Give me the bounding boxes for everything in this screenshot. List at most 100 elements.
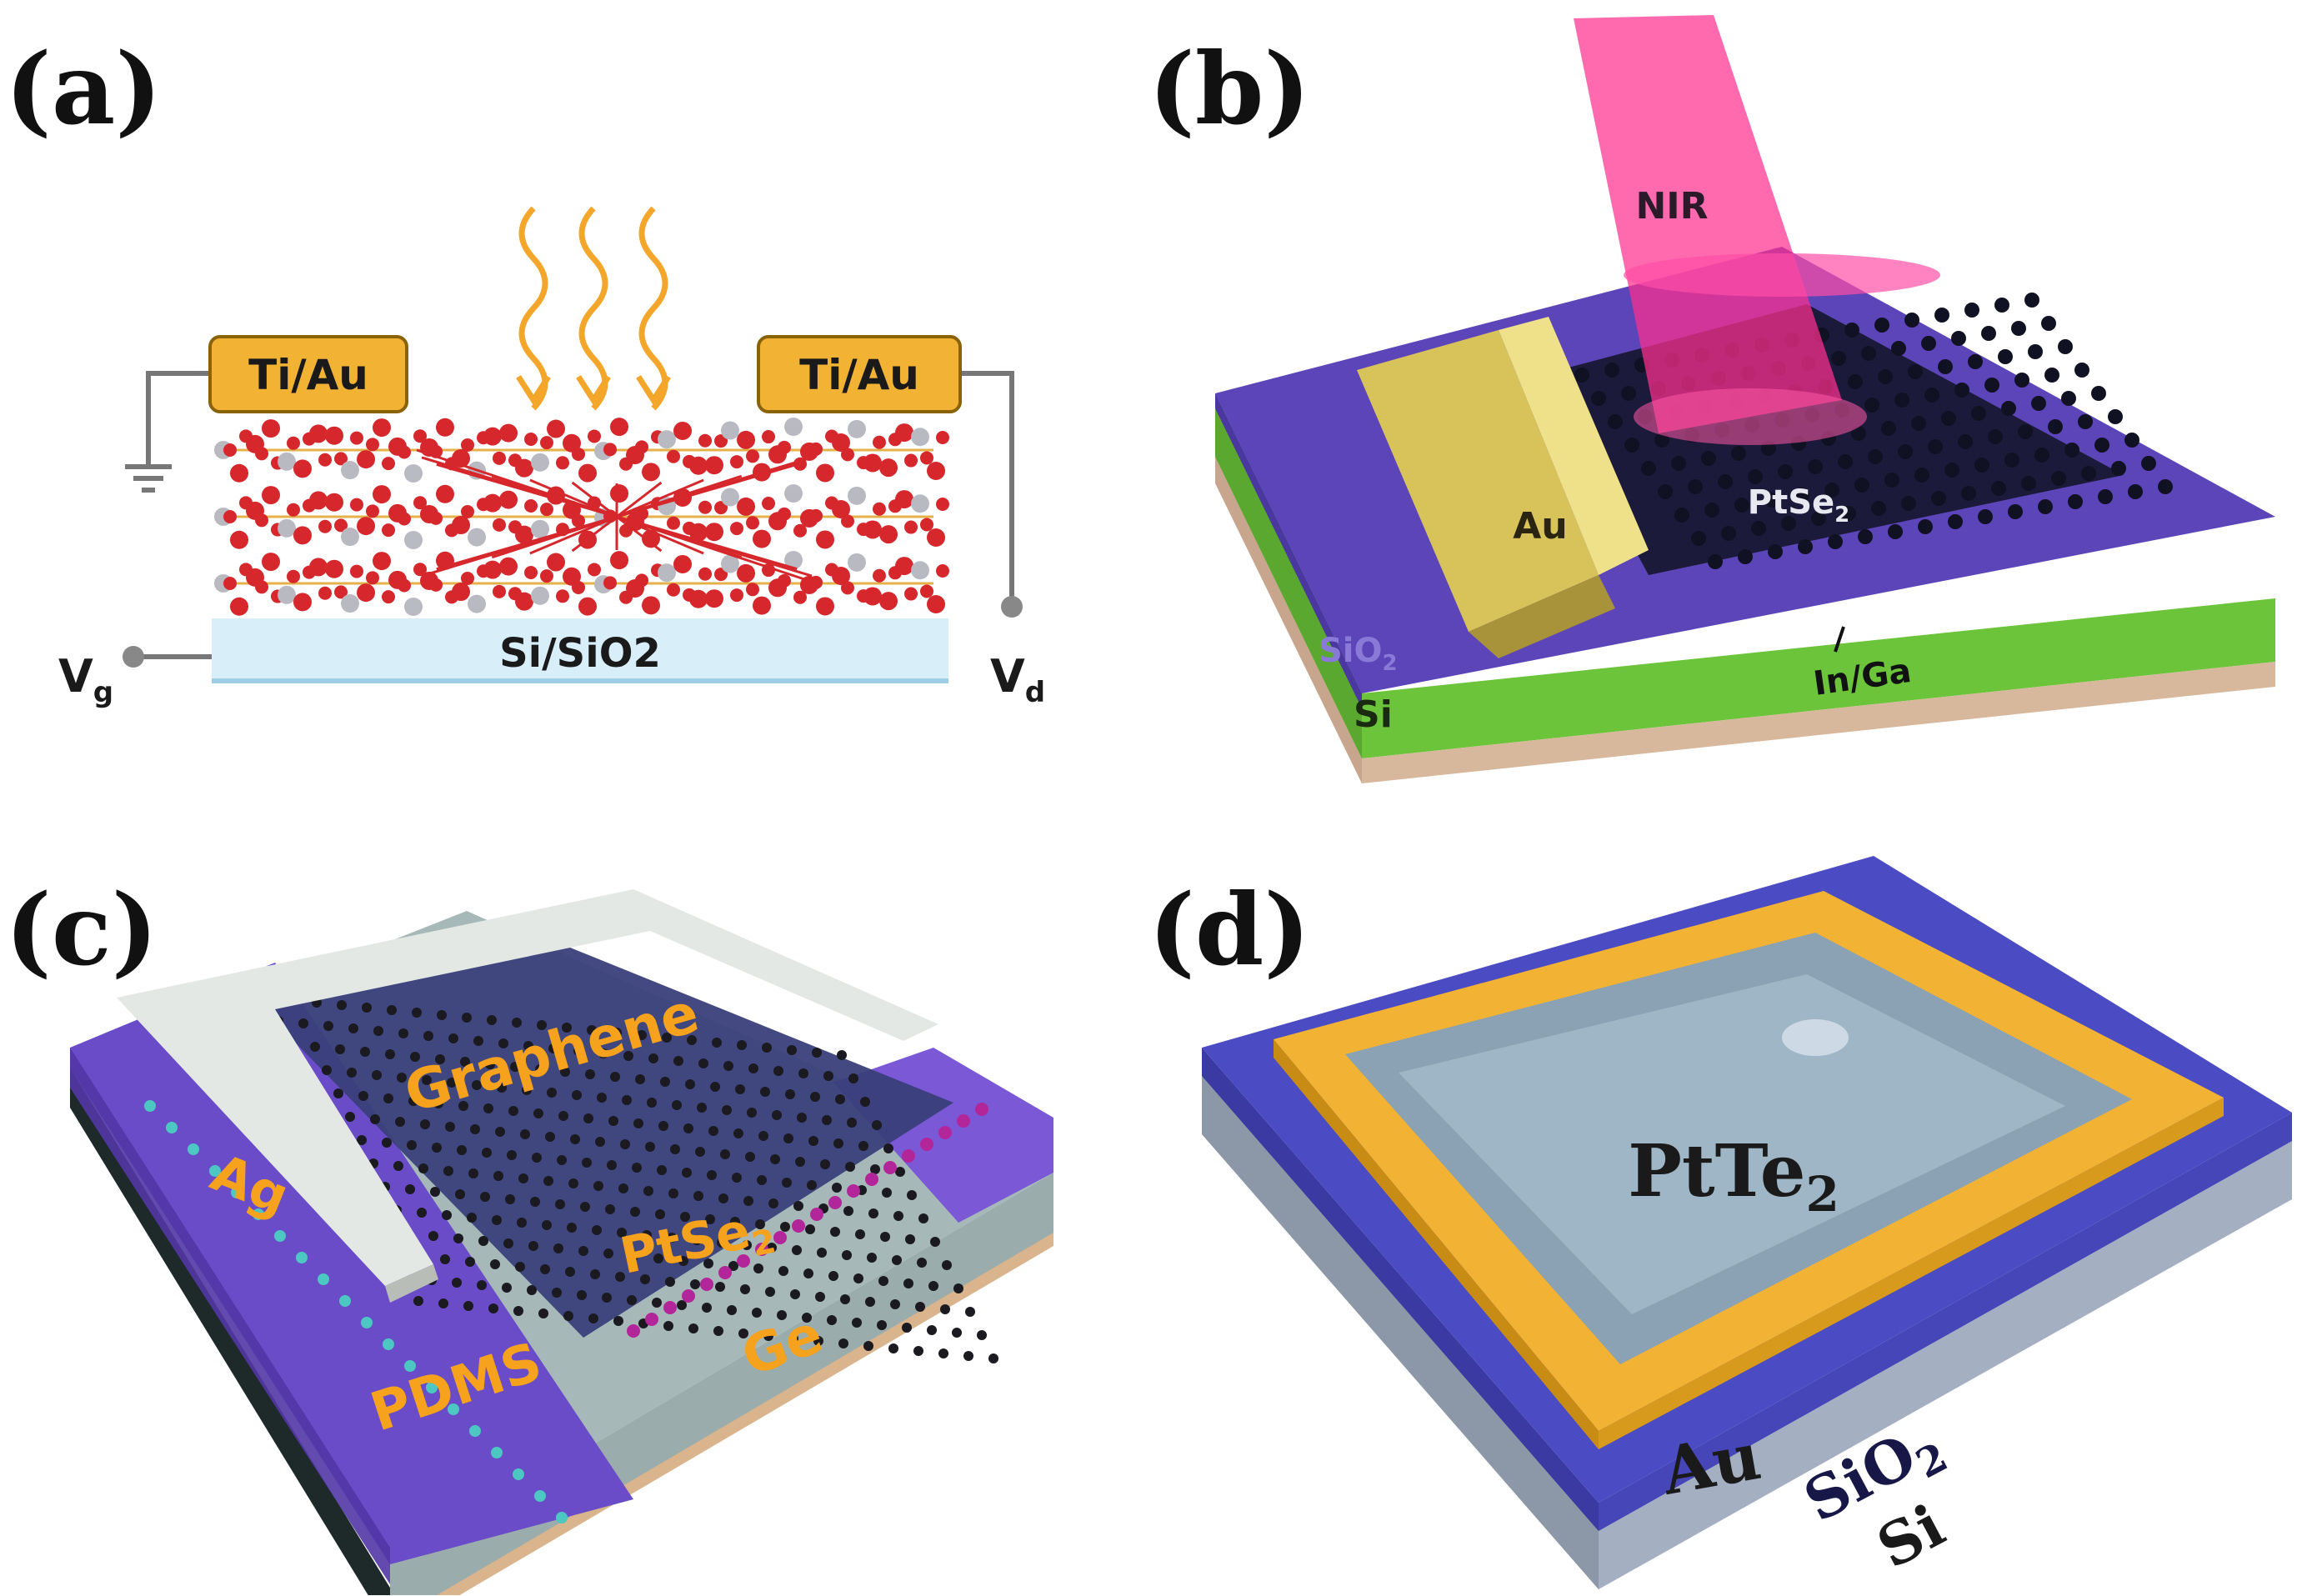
atom (780, 1222, 790, 1232)
atom (255, 447, 268, 461)
atom (407, 1140, 417, 1150)
atom (663, 1301, 677, 1314)
atom (667, 516, 680, 530)
atom (461, 504, 474, 518)
atom (1891, 341, 1906, 356)
atom (622, 1095, 632, 1105)
atom (560, 1067, 570, 1077)
atom (2078, 414, 2093, 429)
phototransistor-diagram: Ti/Au Ti/Au Si/SiO2 Vg Vd (58, 206, 1045, 709)
atom (547, 419, 565, 438)
atom (640, 1274, 650, 1284)
atom (490, 1259, 500, 1269)
atom (746, 583, 759, 597)
atom (429, 578, 443, 592)
atom (469, 1425, 481, 1437)
atom (404, 597, 423, 616)
atom (765, 1287, 775, 1297)
atom (653, 1253, 663, 1263)
atom (1751, 521, 1766, 536)
atom (703, 1258, 713, 1268)
atom (920, 1138, 933, 1151)
atom (642, 1230, 652, 1240)
atom (975, 1103, 988, 1116)
atom (665, 1277, 675, 1287)
atom (345, 1112, 355, 1122)
atom (1704, 503, 1719, 518)
atom (572, 1090, 582, 1100)
atom (1844, 323, 1859, 338)
atom (603, 443, 617, 457)
atom (658, 563, 676, 583)
atom (512, 1018, 522, 1028)
atom (357, 517, 375, 536)
atom (784, 484, 803, 503)
atom (832, 1183, 842, 1193)
atom (911, 494, 929, 513)
atom (166, 1122, 178, 1133)
atom (1921, 336, 1936, 351)
atom (382, 523, 395, 538)
atom (737, 497, 755, 516)
atom (602, 1293, 612, 1303)
atom (743, 1196, 753, 1206)
atom (911, 561, 929, 580)
atom (503, 1238, 513, 1248)
atom (895, 490, 913, 509)
graphene-atoms (144, 993, 998, 1523)
atom (902, 1149, 915, 1163)
atom (667, 449, 680, 463)
atom (773, 1066, 783, 1076)
atom (398, 578, 411, 593)
atom (522, 1085, 532, 1095)
atom (1674, 508, 1689, 523)
au-label: Au (1656, 1418, 1766, 1510)
atom (988, 1353, 998, 1363)
atom (468, 594, 486, 613)
atom (2058, 339, 2073, 354)
atom (715, 1282, 725, 1292)
atom (341, 461, 359, 480)
atom (740, 1284, 750, 1294)
atom (366, 571, 379, 585)
atom (770, 1154, 780, 1164)
gate-voltage-label: Vg (58, 650, 113, 709)
atom (1998, 349, 2013, 364)
atom (1808, 459, 1823, 474)
atom (1878, 369, 1893, 384)
atom (293, 526, 312, 545)
atom (373, 485, 391, 504)
atom (1924, 388, 1939, 403)
atom (448, 1403, 459, 1415)
atom (737, 1254, 750, 1268)
atom (746, 516, 759, 530)
atom (1968, 354, 1983, 369)
atom (188, 1143, 199, 1155)
atom (534, 1490, 546, 1502)
atom (1658, 484, 1673, 499)
atom (1641, 461, 1656, 476)
atom (2038, 499, 2053, 514)
atom (815, 1292, 825, 1302)
atom (262, 486, 280, 505)
atom (855, 1229, 865, 1239)
atom (557, 1155, 567, 1165)
panel-label-c: (c) (5, 872, 158, 988)
atom (1918, 519, 1933, 534)
substrate-label: Si/SiO2 (499, 630, 661, 677)
atom (787, 1045, 797, 1055)
atom (2014, 373, 2029, 388)
atom (465, 1257, 475, 1267)
atom (372, 1070, 382, 1080)
atom (483, 493, 502, 513)
atom (382, 590, 395, 604)
atom (698, 433, 712, 448)
atom (737, 563, 755, 583)
atom (325, 559, 343, 578)
atom (2018, 424, 2033, 439)
atom (1591, 391, 1606, 406)
atom (936, 564, 949, 578)
atom (682, 1168, 692, 1178)
atom (689, 589, 708, 608)
atom (262, 553, 280, 572)
